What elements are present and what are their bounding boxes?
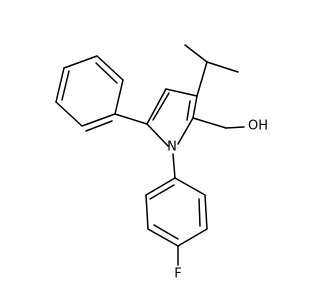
fph-bond-3: [147, 228, 179, 247]
bond-c4-c5-double: [186, 100, 191, 121]
bond-ch2-o: [225, 126, 245, 129]
hydroxymethyl-group: [192, 117, 245, 129]
bond-c5-n1: [177, 117, 194, 145]
ph-bond-5-inner: [95, 62, 118, 84]
ph-bond-1-inner: [85, 120, 113, 132]
fph-bond-2: [145, 194, 149, 230]
fph-bond-5-inner: [198, 198, 201, 227]
ph-bond-4: [63, 55, 98, 69]
fph-bond-1-inner: [149, 184, 175, 200]
bond-c4-ch: [196, 61, 208, 97]
ph-bond-3: [55, 67, 65, 103]
ph-bond-5: [96, 55, 124, 81]
molecule-diagram: N OH F: [55, 44, 268, 282]
nitrogen-label: N: [167, 140, 177, 155]
bond-c2-ph: [114, 113, 148, 125]
structure-svg: N OH F: [55, 44, 268, 282]
bond-n1-c2: [146, 123, 169, 147]
bond-n1-ar: [172, 153, 176, 179]
isopropyl-group: [184, 44, 239, 97]
bond-c2-c3-double: [152, 92, 170, 121]
phenyl-ring: [55, 55, 148, 132]
fph-bond-5: [204, 194, 208, 230]
fluorophenyl-ring: [145, 153, 208, 266]
pyrrole-ring: [146, 88, 198, 147]
ph-bond-6: [114, 79, 124, 115]
bond-c4-c5: [192, 95, 198, 119]
bond-ch-me2: [206, 61, 239, 73]
fph-bond-1: [145, 177, 176, 196]
bond-ch-me1: [184, 44, 208, 63]
fph-bond-3-inner: [153, 224, 179, 240]
fph-bond-6: [174, 177, 206, 196]
ph-bond-3-inner: [61, 70, 70, 101]
bond-c2-c3: [146, 88, 167, 125]
fph-bond-4: [177, 228, 208, 247]
bond-c5-ch2: [192, 117, 227, 129]
ph-bond-2: [55, 101, 83, 127]
bond-c3-c4: [165, 88, 198, 97]
ph-bond-1: [81, 113, 116, 127]
fluorine-label: F: [174, 267, 181, 282]
hydroxyl-label: OH: [248, 119, 268, 134]
